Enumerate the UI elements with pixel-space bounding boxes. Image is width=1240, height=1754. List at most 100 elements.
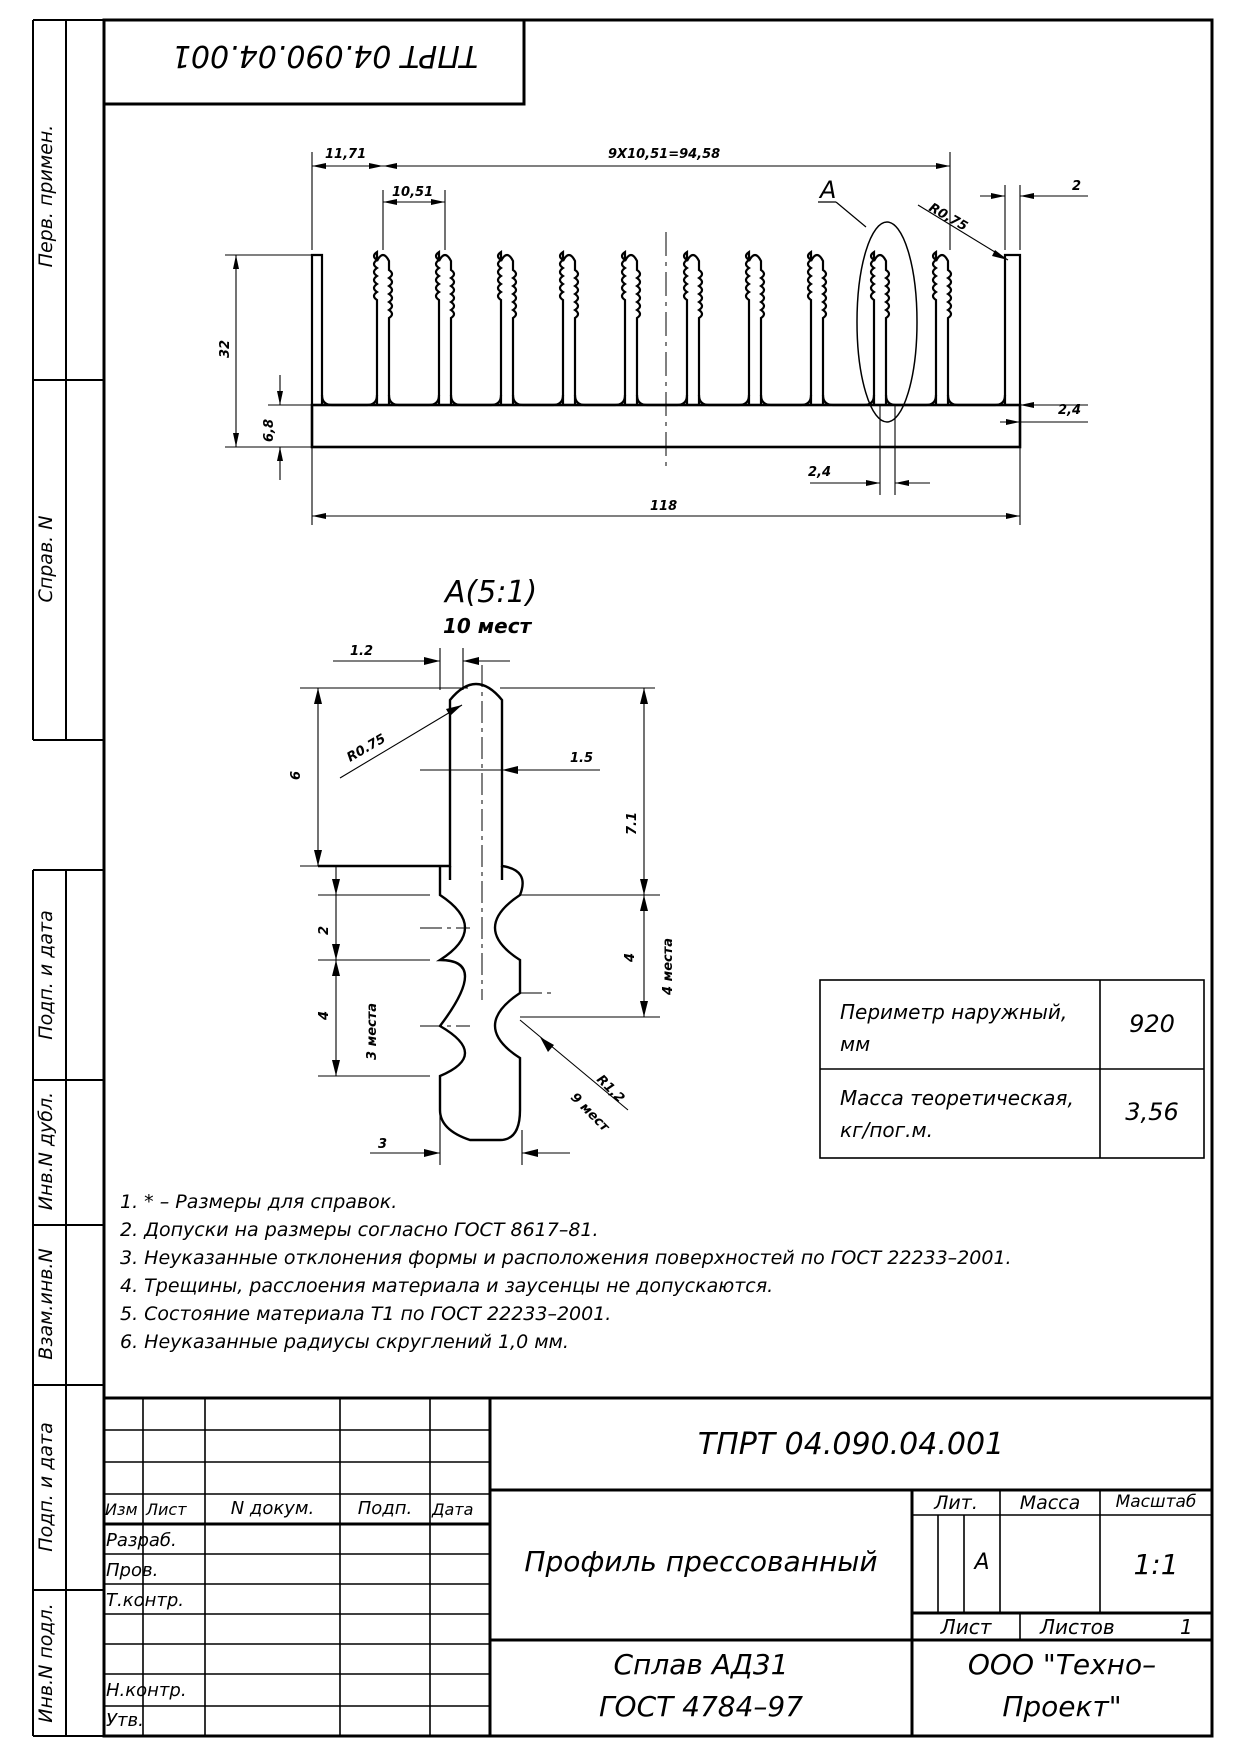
dim-32: 32 — [218, 340, 233, 358]
tb-header-podp: Подп. — [357, 1498, 413, 1519]
side-label-podp-data-2: Подп. и дата — [35, 1422, 57, 1552]
profile-dimension-labels: 11,71 9Х10,51=94,58 10,51 2 R0,75 32 6,8… — [218, 147, 1081, 514]
tb-listov-value: 1 — [1180, 1615, 1193, 1639]
profile-fin — [372, 249, 394, 405]
dim-10-51: 10,51 — [392, 185, 433, 200]
side-label-perv-primen: Перв. примен. — [35, 124, 57, 268]
side-label-podp-data-1: Подп. и дата — [35, 910, 57, 1040]
tb-material-1: Сплав АД31 — [613, 1648, 789, 1681]
tb-lit-label: Лит. — [934, 1492, 978, 1514]
tb-header-data: Дата — [432, 1500, 474, 1519]
dim-2-top: 2 — [1072, 179, 1081, 194]
dim-2-4-right: 2,4 — [1058, 403, 1081, 418]
dim-9-mest: 9 мест — [567, 1090, 613, 1136]
profile-cross-section — [310, 249, 1022, 449]
outer-frame — [102, 18, 1214, 1738]
dim-118: 118 — [650, 499, 677, 514]
info-value-perimeter: 920 — [1129, 1010, 1175, 1038]
note-item: 2. Допуски на размеры согласно ГОСТ 8617… — [120, 1219, 599, 1241]
dim-1-2: 1.2 — [350, 644, 373, 659]
title-block-grid — [104, 1398, 1212, 1736]
dim-1-5: 1.5 — [570, 751, 593, 766]
info-label-mass: Масса теоретическая, кг/пог.м. — [840, 1086, 1074, 1142]
dim-2-4-bottom: 2,4 — [808, 465, 831, 480]
tb-role-tkontr: Т.контр. — [106, 1590, 185, 1611]
tb-header-list: Лист — [146, 1500, 187, 1519]
dim-6-8: 6,8 — [262, 419, 277, 442]
dim-11-71: 11,71 — [325, 147, 366, 162]
profile-fins — [310, 249, 1022, 407]
profile-fin — [744, 249, 766, 405]
profile-fin-fillet — [697, 394, 751, 407]
note-item: 1. * – Размеры для справок. — [120, 1191, 398, 1213]
profile-fin-fillet — [759, 394, 813, 407]
tb-header-ndokum: N докум. — [230, 1498, 315, 1519]
profile-fin-fillet — [821, 394, 876, 407]
profile-fin — [869, 249, 891, 405]
detail-view-a — [318, 682, 524, 1142]
tb-company-2: Проект" — [1002, 1690, 1122, 1723]
detail-center-lines — [420, 665, 555, 1027]
tb-listov-label: Листов — [1040, 1615, 1115, 1639]
dim-3: 3 — [378, 1137, 387, 1152]
detail-arrowheads — [314, 657, 648, 1157]
profile-arrowheads — [233, 163, 1034, 519]
profile-fin — [558, 249, 580, 405]
profile-fin-fillet — [511, 394, 565, 407]
dim-3-mest: 3 места — [365, 1003, 380, 1060]
detail-callout-ellipse — [856, 221, 918, 423]
profile-fin — [434, 249, 456, 405]
dim-r075-profile: R0,75 — [926, 200, 970, 234]
info-value-mass: 3,56 — [1125, 1098, 1179, 1126]
technical-notes: 1. * – Размеры для справок. 2. Допуски н… — [120, 1188, 1012, 1356]
rotated-drawing-number: ТПРТ 04.090.04.001 — [171, 38, 479, 73]
dim-4-right: 4 — [623, 953, 638, 963]
info-table-frame — [819, 979, 1205, 1159]
dim-4-left: 4 — [317, 1011, 332, 1021]
profile-fin-fillet — [635, 394, 689, 407]
note-item: 3. Неуказанные отклонения формы и распол… — [120, 1247, 1012, 1269]
tb-role-razrab: Разраб. — [106, 1530, 177, 1551]
note-item: 5. Состояние материала Т1 по ГОСТ 22233–… — [120, 1303, 612, 1325]
profile-fin — [682, 249, 704, 405]
profile-fin-fillet — [946, 394, 1007, 407]
profile-fin-fillet — [320, 394, 379, 407]
rotated-number-box — [102, 18, 526, 106]
tb-company-1: ООО "Техно– — [967, 1648, 1157, 1681]
tb-masshtab-label: Масштаб — [1115, 1492, 1197, 1512]
dim-7-1: 7.1 — [625, 812, 640, 835]
view-mark-a: А — [818, 176, 836, 204]
tb-role-utv: Утв. — [106, 1710, 144, 1731]
profile-fin — [806, 249, 828, 405]
side-label-vzam-inv: Взам.инв.N — [35, 1248, 57, 1360]
side-label-inv-podl: Инв.N подл. — [35, 1603, 57, 1723]
side-label-sprav-n: Справ. N — [35, 515, 57, 603]
dim-pitch-total: 9Х10,51=94,58 — [608, 147, 720, 162]
detail-title: А(5:1) — [443, 575, 537, 610]
note-item: 4. Трещины, расслоения материала и заусе… — [120, 1275, 774, 1297]
profile-fin — [496, 249, 518, 405]
tb-lit-value: А — [974, 1550, 990, 1575]
profile-fin — [310, 253, 324, 405]
tb-massa-label: Масса — [1019, 1492, 1081, 1514]
profile-dimensions — [225, 152, 1088, 525]
profile-fin-fillet — [387, 394, 441, 407]
info-label-perimeter: Периметр наружный, мм — [840, 1000, 1068, 1056]
note-item: 6. Неуказанные радиусы скруглений 1,0 мм… — [120, 1331, 569, 1353]
profile-fin-fillet — [884, 394, 938, 407]
dim-6: 6 — [289, 771, 304, 780]
title-block-frame — [104, 1396, 1212, 1736]
dim-r075-detail: R0.75 — [345, 731, 389, 765]
profile-fin-fillet — [449, 394, 503, 407]
tb-code: ТПРТ 04.090.04.001 — [697, 1427, 1005, 1462]
tb-masshtab-value: 1:1 — [1133, 1548, 1179, 1581]
profile-fin — [620, 249, 642, 405]
detail-subtitle: 10 мест — [443, 614, 533, 638]
tb-header-izm: Изм — [105, 1500, 138, 1519]
dim-2-detail: 2 — [317, 926, 332, 935]
profile-fin — [1003, 253, 1022, 405]
dim-r1-2: R1,2 — [593, 1072, 627, 1106]
profile-fin — [931, 249, 953, 405]
tb-role-prov: Пров. — [106, 1560, 159, 1581]
